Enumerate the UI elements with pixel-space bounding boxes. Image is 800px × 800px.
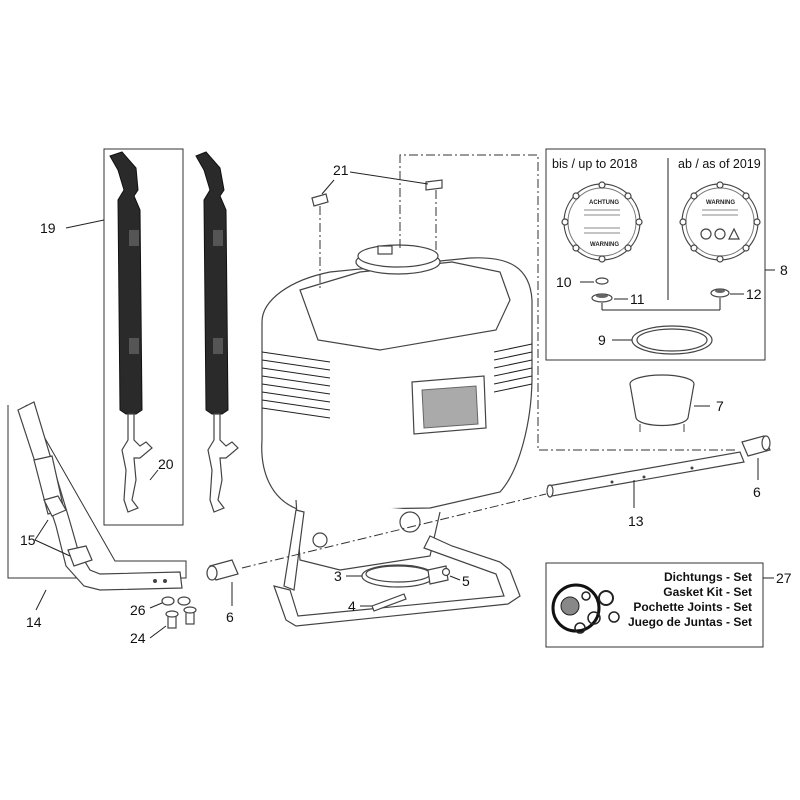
label-20: 20 xyxy=(158,456,174,472)
label-11: 11 xyxy=(630,291,645,307)
label-26: 26 xyxy=(130,602,146,618)
label-27: 27 xyxy=(776,570,792,586)
handle-group-box xyxy=(7,404,187,579)
label-9: 9 xyxy=(598,332,606,348)
label-12: 12 xyxy=(746,286,762,302)
tank-ribs-right xyxy=(493,343,533,393)
label-15: 15 xyxy=(20,532,36,548)
vent-plugs xyxy=(311,179,443,207)
bolts xyxy=(165,606,197,629)
washers xyxy=(161,596,191,606)
gasket-kit-line-4: Juego de Juntas - Set xyxy=(628,615,752,629)
label-13: 13 xyxy=(628,513,644,529)
label-6-right: 6 xyxy=(753,484,761,500)
clamp-screw xyxy=(371,593,407,612)
pump-cylinder xyxy=(546,451,745,498)
label-10: 10 xyxy=(556,274,572,290)
strap-group-box xyxy=(103,148,184,526)
gasket-kit-line-1: Dichtungs - Set xyxy=(664,570,752,584)
lid-caption-new: ab / as of 2019 xyxy=(678,157,761,171)
tank-ribs-left xyxy=(261,351,331,419)
label-24: 24 xyxy=(130,630,146,646)
label-8: 8 xyxy=(780,262,788,278)
hose-clamp xyxy=(361,564,449,588)
gasket-kit-line-3: Pochette Joints - Set xyxy=(633,600,752,614)
lid-new-text: WARNING xyxy=(706,200,735,206)
label-3: 3 xyxy=(334,568,342,584)
strainer-basket xyxy=(629,374,695,432)
lid-new: WARNING xyxy=(679,181,761,263)
shoulder-strap-left xyxy=(109,151,153,513)
label-5: 5 xyxy=(462,573,470,589)
gasket-kit-image xyxy=(551,583,620,634)
label-21: 21 xyxy=(333,162,349,178)
clamp-nut xyxy=(441,567,451,577)
tank xyxy=(261,244,533,627)
lid-old: ACHTUNG WARNING xyxy=(561,181,643,263)
label-6-left: 6 xyxy=(226,609,234,625)
pump-cap-right xyxy=(741,435,771,457)
label-4: 4 xyxy=(348,598,356,614)
lid-seal-ring xyxy=(631,325,713,355)
valve-part-new xyxy=(710,288,730,298)
shoulder-strap-right xyxy=(195,151,239,513)
label-14: 14 xyxy=(26,614,42,630)
valve-parts-old xyxy=(591,277,613,303)
label-7: 7 xyxy=(716,398,724,414)
lid-panel-box xyxy=(545,148,766,361)
lid-old-text: ACHTUNG xyxy=(589,200,619,206)
lid-old-text-flipped: WARNING xyxy=(590,242,619,248)
pump-cap-left xyxy=(206,559,239,581)
pump-handle xyxy=(17,401,183,591)
label-19: 19 xyxy=(40,220,56,236)
lid-caption-old: bis / up to 2018 xyxy=(552,157,638,171)
gasket-kit-line-2: Gasket Kit - Set xyxy=(663,585,752,599)
